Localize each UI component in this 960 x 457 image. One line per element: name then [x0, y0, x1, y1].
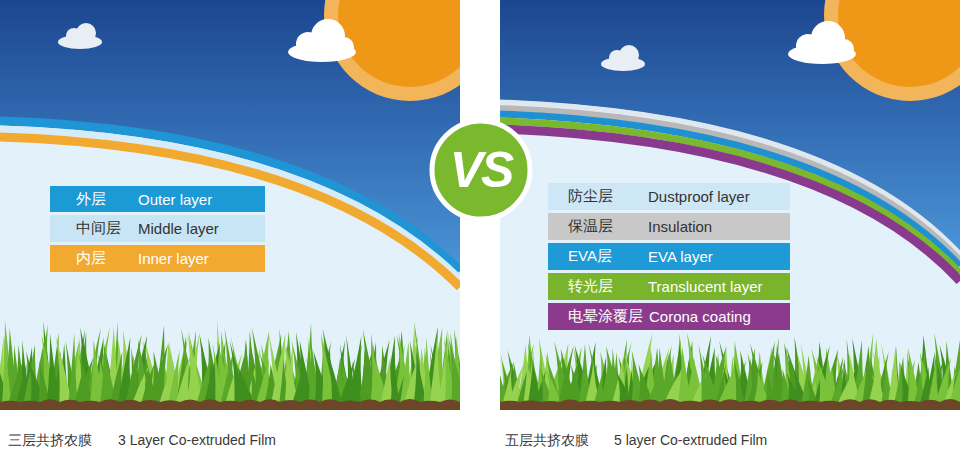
grass-blade [955, 371, 960, 402]
grass-blade [928, 361, 938, 402]
layer-name-en: Middle layer [138, 220, 219, 237]
layer-band: 电晕涂覆层Corona coating [548, 303, 790, 330]
grass-blade [212, 342, 224, 402]
layer-band: 防尘层Dustproof layer [548, 183, 790, 210]
grass-blade [424, 336, 432, 402]
caption-zh: 三层共挤农膜 [8, 432, 92, 450]
right-scene [500, 0, 960, 410]
cloud [788, 21, 856, 64]
sun [338, 0, 460, 87]
film-arc [500, 129, 960, 281]
layer-band: 保温层Insulation [548, 213, 790, 240]
soil [0, 399, 460, 410]
cloud-part [834, 39, 854, 59]
layer-name-zh: 电晕涂覆层 [568, 307, 649, 326]
film-arc [500, 121, 960, 273]
layer-name-en: Translucent layer [648, 278, 763, 295]
grass [0, 320, 460, 410]
soil [500, 399, 960, 410]
cloud-part [334, 37, 354, 57]
grass-blade [381, 356, 393, 402]
grass-blade [733, 356, 745, 402]
vs-circle: VS [429, 118, 533, 222]
grass-blade [2, 335, 11, 402]
sun [838, 0, 960, 87]
layer-name-en: EVA layer [648, 248, 713, 265]
grass-blade [326, 348, 341, 402]
grass-blade [78, 353, 93, 402]
cloud [288, 19, 356, 62]
layer-band: EVA层EVA layer [548, 243, 790, 270]
caption-zh: 五层共挤农膜 [505, 432, 589, 450]
grass-blade [391, 352, 399, 402]
left-scene [0, 0, 460, 410]
grass-blade [655, 348, 668, 402]
film-arc [0, 137, 460, 287]
layer-name-zh: 中间层 [76, 219, 138, 238]
layer-name-en: Corona coating [649, 308, 751, 325]
layer-name-zh: EVA层 [568, 247, 648, 266]
caption-en: 3 Layer Co-extruded Film [118, 432, 276, 448]
grass-blade [702, 355, 718, 402]
sun-halo [824, 0, 960, 101]
layer-name-en: Inner layer [138, 250, 209, 267]
grass-blade [69, 333, 78, 402]
cloud [601, 45, 645, 71]
cloud-part [619, 45, 639, 65]
layer-band: 外层Outer layer [50, 186, 265, 212]
cloud [58, 23, 102, 49]
layer-band: 内层Inner layer [50, 245, 265, 272]
layer-name-en: Dustproof layer [648, 188, 750, 205]
sun-halo [324, 0, 460, 101]
cloud-part [76, 23, 96, 43]
layer-band: 转光层Translucent layer [548, 273, 790, 300]
layer-name-zh: 内层 [76, 249, 138, 268]
grass-blade [448, 336, 460, 402]
layer-band: 中间层Middle layer [50, 215, 265, 242]
grass-blade [547, 370, 561, 402]
grass-blade [352, 361, 361, 402]
layer-name-zh: 转光层 [568, 277, 648, 296]
vs-text: VS [450, 141, 513, 199]
grass [500, 332, 960, 410]
layer-name-zh: 外层 [76, 190, 138, 209]
layer-name-zh: 保温层 [568, 217, 648, 236]
circle-fill [432, 121, 530, 219]
film-arc [0, 129, 460, 279]
layer-name-zh: 防尘层 [568, 187, 648, 206]
layer-name-en: Insulation [648, 218, 712, 235]
caption-en: 5 layer Co-extruded Film [614, 432, 767, 448]
layer-name-en: Outer layer [138, 191, 212, 208]
